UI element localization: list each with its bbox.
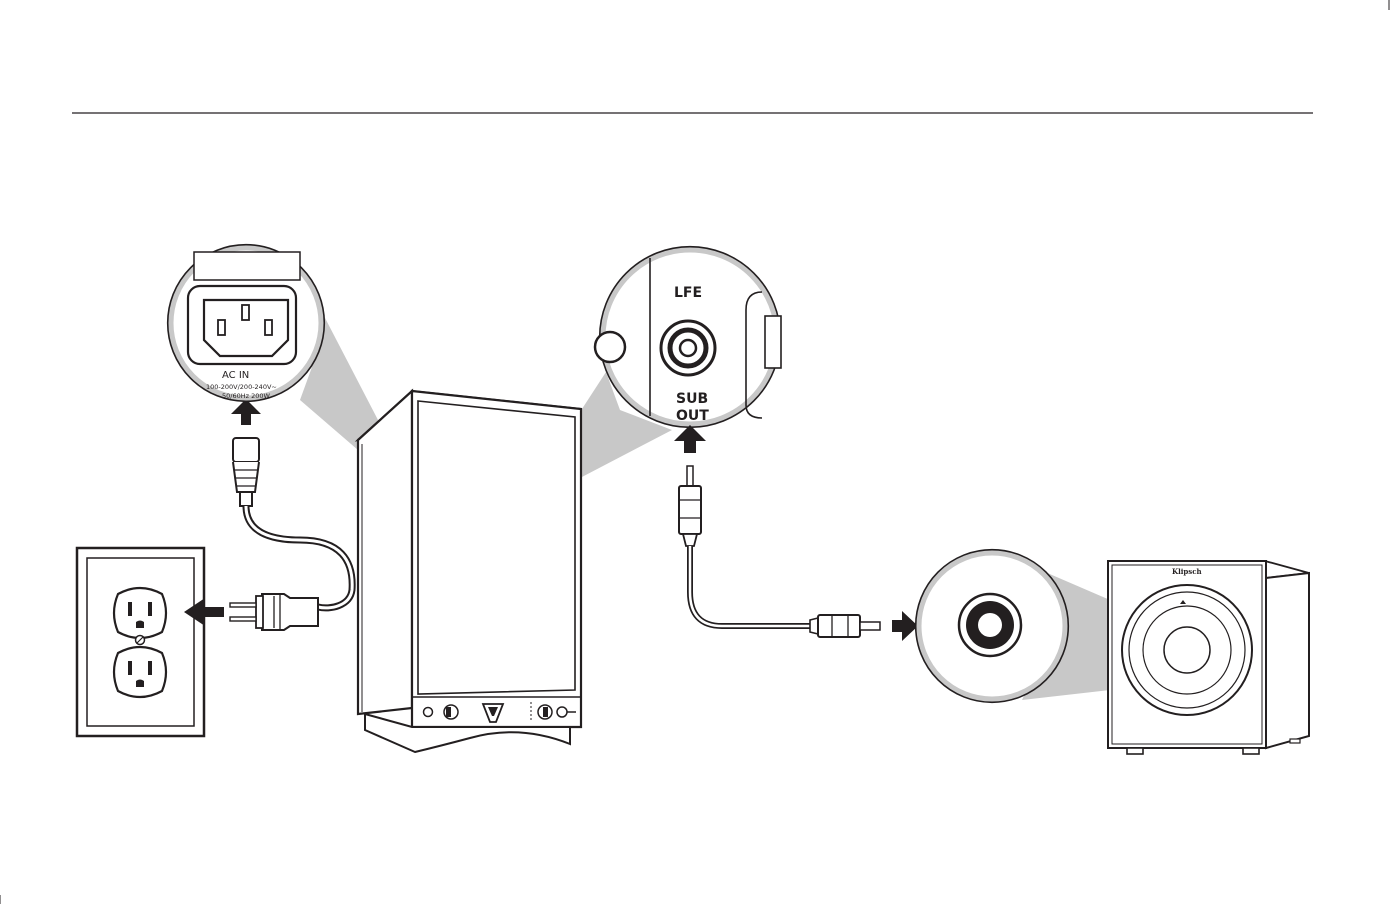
rca-cable (679, 466, 880, 637)
outlet-receptacle-bottom (114, 647, 166, 697)
subwoofer-side (1266, 573, 1309, 748)
sub-input-detail (916, 550, 1068, 702)
subwoofer: Klipsch (1108, 561, 1309, 754)
speaker-grille (418, 401, 575, 694)
arrow-right-to-sub-input (892, 611, 918, 641)
speaker-indicator (424, 708, 433, 717)
outlet-receptacle-top (114, 588, 166, 638)
subwoofer-brand: Klipsch (1172, 567, 1202, 576)
ac-rating-line-1: 100-200V/200-240V~ (206, 383, 277, 391)
ac-inlet-detail: AC IN 100-200V/200-240V~ 50/60Hz 200W (168, 245, 324, 401)
ac-in-label: AC IN (222, 370, 249, 381)
subwoofer-foot-right (1243, 748, 1259, 754)
subwoofer-foot-left (1127, 748, 1143, 754)
subwoofer-dust-cap (1164, 627, 1210, 673)
power-cable (246, 506, 352, 608)
iec-plug (233, 438, 259, 462)
ac-rating-line-2: 50/60Hz 200W (222, 392, 271, 400)
arrow-up-to-ac-inlet (231, 399, 261, 425)
wall-outlet (77, 548, 204, 736)
bookshelf-speaker (358, 391, 581, 752)
rca-plug-top (679, 486, 701, 534)
rca-wire (690, 546, 810, 626)
out-label: OUT (676, 408, 709, 424)
sub-out-detail: LFE SUB OUT (595, 247, 781, 427)
wall-plug (262, 594, 318, 630)
speaker-headphone-jack (557, 707, 567, 717)
rca-plug-bottom (818, 615, 860, 637)
speaker-side (358, 391, 412, 714)
power-cord (230, 438, 352, 630)
arrow-up-to-sub-out (674, 425, 706, 453)
lfe-label: LFE (674, 285, 702, 301)
sub-label: SUB (676, 391, 708, 407)
